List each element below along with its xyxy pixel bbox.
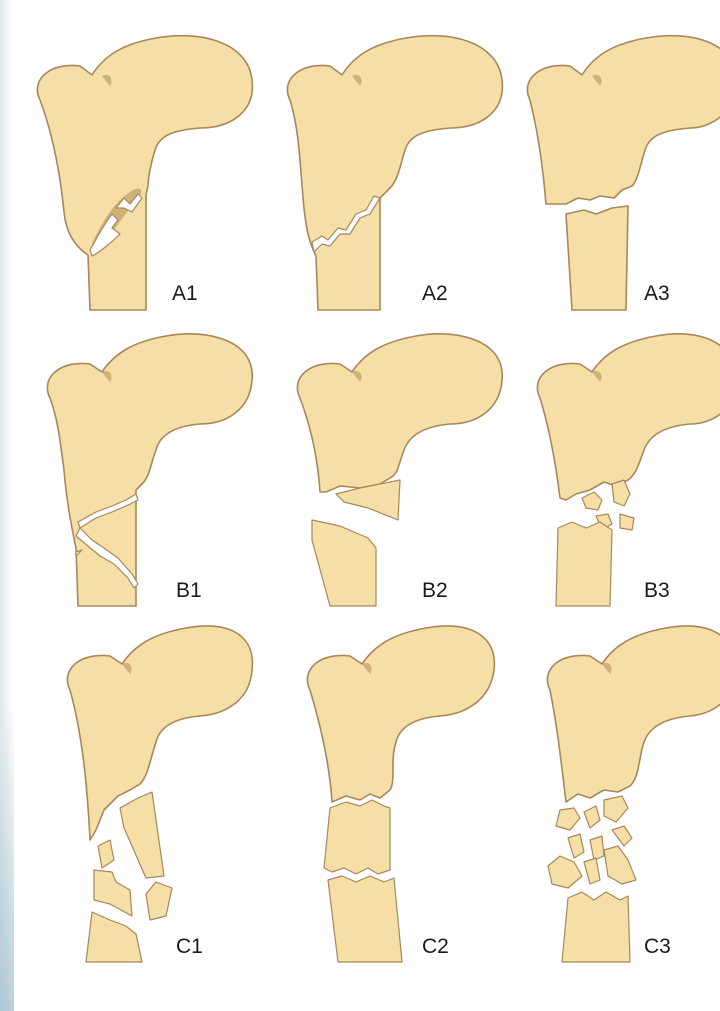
label-a1: A1 (172, 282, 198, 305)
fracture-a3 (527, 36, 720, 310)
fracture-b2 (297, 334, 502, 606)
label-c2: C2 (422, 935, 449, 958)
fracture-b3 (537, 334, 720, 606)
label-b1: B1 (176, 579, 202, 602)
label-a2: A2 (422, 282, 448, 305)
fracture-a2 (287, 36, 502, 310)
fracture-c3 (547, 626, 720, 962)
fracture-c2 (307, 626, 494, 962)
fracture-b1 (47, 334, 252, 606)
fracture-c1 (67, 626, 252, 962)
label-b2: B2 (422, 579, 448, 602)
label-c3: C3 (644, 935, 671, 958)
label-c1: C1 (176, 935, 203, 958)
label-a3: A3 (644, 282, 670, 305)
label-b3: B3 (644, 579, 670, 602)
fracture-a1 (37, 36, 252, 310)
